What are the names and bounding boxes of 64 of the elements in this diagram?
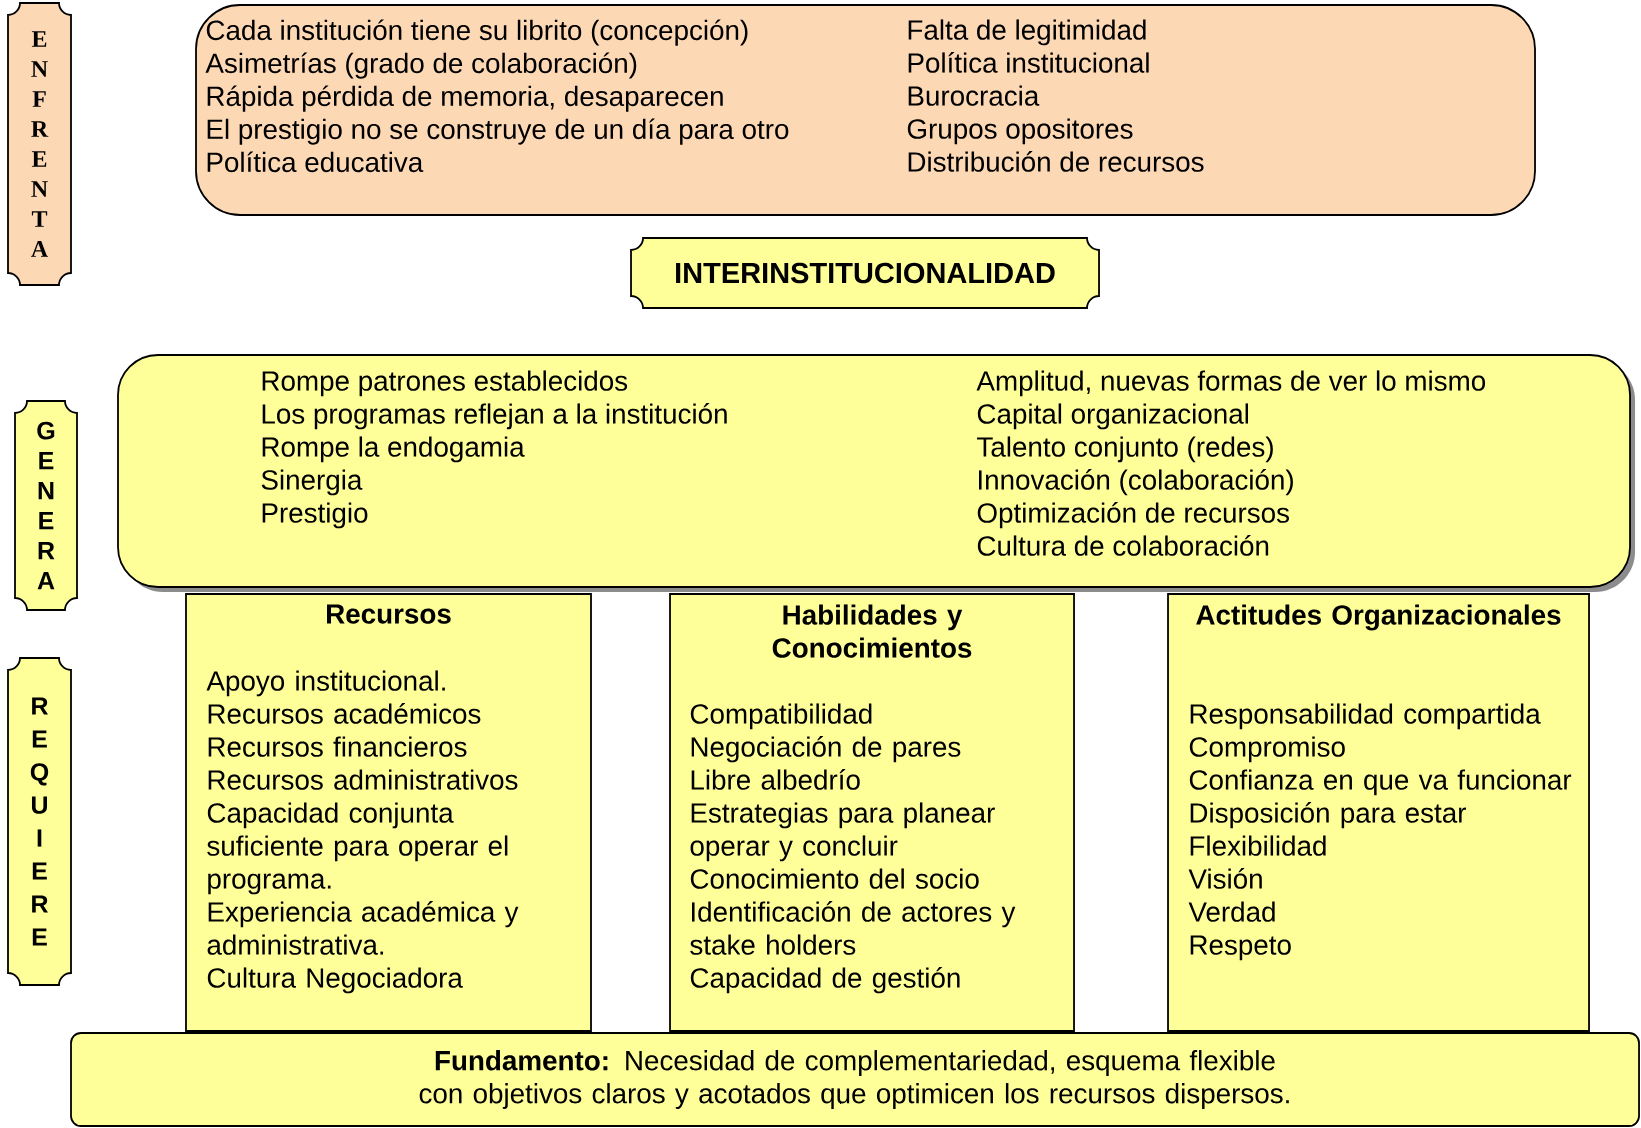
node-label: Recursos administrativos [208,769,518,790]
node-label: Capital organizacional [977,403,1249,430]
column-heading: Recursos [327,604,451,624]
side-label: E N F R E N T A [7,2,72,286]
item-list: Falta de legitimidad Política institucional Burocracia Grupos opositores Distribución de recursos [907,19,1204,172]
node-label: Prestigio [262,502,368,529]
node-label: Rompe la endogamia [262,436,525,463]
node-label: Identificación de actores y stake holders [690,901,1016,955]
column-heading: Actitudes Organizacionales [1196,604,1561,631]
node-label: Visión [1188,868,1262,889]
footer-text: Fundamento: Necesidad de complementariedad, esquema flexible con objetivos claros y acotados que optimicen los recursos dispersos. [419,1050,1289,1109]
node-label: Compatibilidad [690,703,872,730]
node-label: Los programas reflejan a la institución [262,403,727,430]
footer-box [70,1032,1640,1127]
node-label: Disposición para estar [1190,802,1467,829]
node-label: Burocracia [908,85,1040,106]
node-label: Verdad [1188,901,1275,922]
node-label: El prestigio no se construye de un día para otro [207,118,789,145]
node-label: Estrategias para planear operar y concluir [690,802,995,862]
node-label: Flexibilidad [1190,835,1326,856]
node-label: Amplitud, nuevas formas de ver lo mismo [976,370,1486,397]
node-label: Grupos opositores [907,118,1133,145]
item-list: Apoyo institucional. Recursos académicos Recursos financieros Recursos administrativos Capacidad conjunta suficiente para operar el programa. Experiencia académica y administrativa. Cultura Negociadora [206,670,519,994]
item-list: Responsabilidad compartida Compromiso Confianza en que va funcionar Disposición para estar Flexibilidad Visión Verdad Respeto [1188,703,1572,961]
column-box [669,593,1075,1032]
item-list: Rompe patrones establecidos Los programas reflejan a la institución Rompe la endogamia Sinergia Prestigio [261,370,727,529]
item-list: Cada institución tiene su librito (concepción) Asimetrías (grado de colaboración) Rápida pérdida de memoria, desaparecen El prestigio no se construye de un día para otro Política educativa [205,19,789,173]
item-list: Amplitud, nuevas formas de ver lo mismo Capital organizacional Talento conjunto (redes) Innovación (colaboración) Optimización de recursos Cultura de colaboración [976,370,1486,556]
node-label: Capacidad de gestión [690,967,960,994]
node-label: Conocimiento del socio [690,868,979,889]
node-label: Asimetrías (grado de colaboración) [205,52,637,79]
node-label: Sinergia [261,469,363,496]
node-label: Capacidad conjunta suficiente para operar el programa. [207,802,508,895]
node-label: Falta de legitimidad [908,19,1146,46]
column-box [1167,593,1590,1032]
node-label: Recursos financieros [208,736,467,757]
column-box [185,593,592,1032]
node-label: Cultura de colaboración [977,535,1269,556]
node-label: Política institucional [908,52,1149,73]
node-label: Distribución de recursos [908,151,1204,172]
node-label: Respeto [1190,935,1291,961]
item-list: Compatibilidad Negociación de pares Libre albedrío Estrategias para planear operar y concluir Conocimiento del socio Identificación de actores y stake holders Capacidad de gestión [690,703,1016,994]
node-label: Confianza en que va funcionar [1189,769,1572,796]
node-label: Recursos académicos [208,703,481,724]
node-label: Negociación de pares [691,736,961,763]
node-label: Libre albedrío [691,769,860,790]
column-heading: Habilidades y Conocimientos [772,604,972,658]
side-label: G E N E R A [14,400,78,611]
node-label: Compromiso [1189,736,1345,763]
node-label: Política educativa [207,151,424,173]
node-label: Apoyo institucional. [206,670,445,697]
rounded-panel [117,354,1636,592]
node-label: Cada institución tiene su librito (concepción) [206,19,748,46]
node-label: Rápida pérdida de memoria, desaparecen [207,85,723,112]
node-label: Responsabilidad compartida [1190,703,1541,730]
node-label: Rompe patrones establecidos [262,370,628,397]
node-label: Experiencia académica y administrativa. [207,901,519,955]
node-label: Optimización de recursos [977,502,1289,529]
rounded-panel [195,4,1536,216]
side-label: R E Q U I E R E [7,657,72,986]
node-label: Innovación (colaboración) [978,469,1293,496]
title-banner: INTERINSTITUCIONALIDAD [630,237,1100,309]
node-label: Talento conjunto (redes) [977,436,1273,463]
node-label: Cultura Negociadora [207,967,463,994]
